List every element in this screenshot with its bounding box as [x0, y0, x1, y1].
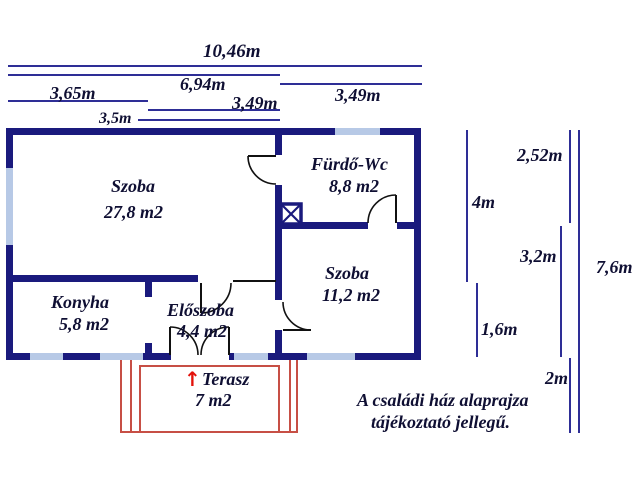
door-arc-eloszoba-szoba2	[282, 301, 312, 331]
dim-label-10-46m: 10,46m	[203, 41, 261, 62]
note-line-2: tájékoztató jellegű.	[371, 412, 510, 432]
room-area-terasz: 7 m2	[195, 390, 232, 410]
door-arc-szoba2-furdo	[367, 194, 397, 224]
terrace-column-right-2	[296, 360, 298, 433]
dim-line-4m	[466, 130, 468, 282]
wall-bottom-seg1	[6, 353, 30, 360]
dim-label-3-49m-right: 3,49m	[335, 85, 381, 105]
wall-top	[6, 128, 421, 135]
door-arc-szoba-eloszoba	[200, 282, 232, 314]
wall-bottom-stub	[229, 353, 234, 360]
room-label-szoba-1: Szoba	[111, 176, 156, 196]
dim-line-7-6m	[578, 130, 580, 433]
dim-line-3-5m	[138, 119, 280, 121]
dim-label-4m: 4m	[472, 192, 496, 212]
dim-line-1-6m	[476, 283, 478, 357]
room-label-konyha: Konyha	[51, 292, 110, 312]
room-label-terasz: Terasz	[202, 369, 250, 389]
note-line-1: A családi ház alaprajza	[357, 390, 529, 410]
door-arc-szoba-furdo	[247, 155, 277, 185]
wall-bottom-seg3	[143, 353, 171, 360]
dim-line-10-46m	[8, 65, 422, 67]
wall-furdo-bottom-a	[282, 222, 368, 229]
room-label-furdo-wc: Fürdő-Wc	[311, 154, 389, 174]
dim-label-1-6m: 1,6m	[481, 319, 518, 339]
wall-bottom-seg2	[63, 353, 100, 360]
terrace-column-left-2	[130, 360, 132, 433]
dim-line-3-49m-right	[280, 83, 422, 85]
room-area-furdo-wc: 8,8 m2	[329, 176, 380, 196]
entrance-door-arc-right	[200, 326, 230, 356]
dim-label-3-49m-left: 3,49m	[232, 93, 278, 113]
wall-bottom-seg4	[268, 353, 307, 360]
room-area-eloszoba: 4,4 m2	[177, 321, 228, 341]
room-area-szoba-2: 11,2 m2	[322, 285, 381, 305]
dim-line-3-49m-left	[148, 109, 280, 111]
dim-label-3-5m: 3,5m	[99, 110, 132, 127]
room-label-eloszoba: Előszoba	[167, 300, 235, 320]
dim-label-3-65m: 3,65m	[50, 83, 96, 103]
window-bottom-szoba2b	[307, 353, 355, 360]
terrace-bottom-line	[120, 431, 298, 433]
dim-label-7-6m: 7,6m	[596, 257, 633, 277]
window-top-wall	[335, 128, 380, 135]
wall-right	[414, 128, 421, 360]
terrace-column-left-1	[120, 360, 122, 433]
wall-szoba-konyha-divider	[6, 275, 198, 282]
dim-line-3-2m	[560, 226, 562, 357]
wall-main-vertical-b	[275, 185, 282, 300]
dim-label-2-52m: 2,52m	[517, 145, 563, 165]
wall-konyha-eloszoba-stub-bottom	[145, 343, 152, 353]
window-bottom-konyha2	[100, 353, 143, 360]
chimney-diagonal-2	[281, 204, 301, 224]
entrance-door-arc-left	[169, 326, 199, 356]
wall-furdo-bottom-b	[397, 222, 414, 229]
window-left-wall	[6, 168, 13, 245]
dim-label-6-94m: 6,94m	[180, 74, 226, 94]
room-area-szoba-1: 27,8 m2	[104, 202, 164, 222]
window-bottom-konyha	[30, 353, 63, 360]
wall-main-vertical-a	[275, 128, 282, 155]
terrace-column-right-1	[289, 360, 291, 433]
dim-line-2m	[569, 358, 571, 433]
wall-main-vertical-c	[275, 330, 282, 353]
dim-label-3-2m: 3,2m	[520, 246, 557, 266]
room-area-konyha: 5,8 m2	[59, 314, 110, 334]
dim-line-3-65m	[8, 100, 148, 102]
wall-bottom-seg5	[355, 353, 414, 360]
room-label-szoba-2: Szoba	[325, 263, 370, 283]
north-arrow-icon: ↑	[184, 367, 201, 391]
dim-line-2-52m	[569, 130, 571, 223]
dim-label-2m: 2m	[545, 368, 569, 388]
chimney-box-icon	[279, 202, 303, 226]
dim-line-6-94m	[8, 74, 280, 76]
wall-konyha-eloszoba-stub-top	[145, 282, 152, 297]
window-bottom-szoba2a	[234, 353, 268, 360]
